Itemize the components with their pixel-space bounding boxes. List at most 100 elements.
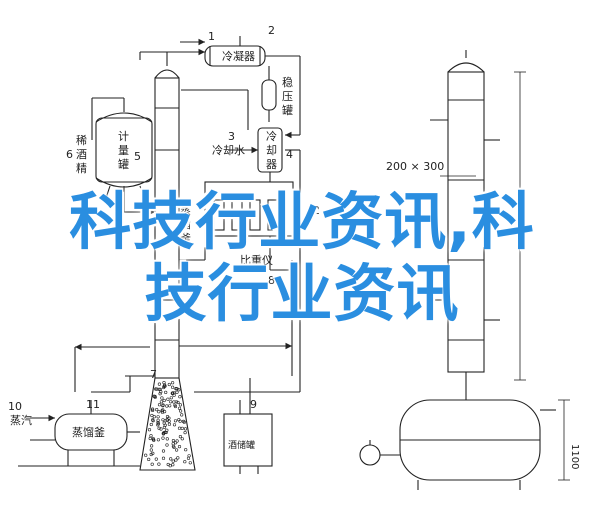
packing-dot [175, 390, 179, 394]
label-stabilizer-2: 压 [282, 90, 293, 103]
packing-dot [169, 396, 173, 400]
packing-dot [157, 462, 161, 466]
packing-dot [178, 435, 182, 439]
packing-dot [157, 410, 161, 414]
label-stabilizer-3: 罐 [282, 104, 293, 117]
label-n8: 8 [268, 274, 275, 287]
packing-dot [151, 407, 155, 411]
packing-dot [171, 381, 175, 385]
packing-dot [165, 415, 170, 419]
label-n6: 6 [66, 148, 73, 161]
packing-dot [165, 404, 169, 408]
separator [181, 89, 283, 182]
label-n12: 12 [306, 204, 320, 217]
packing-dot [167, 419, 171, 423]
packing-dot [161, 404, 165, 408]
wine-storage-tank [223, 378, 273, 474]
watermark-title-line2: 技行业资讯 [144, 257, 460, 330]
label-separator-3: 器 [266, 158, 277, 171]
packing-dot [154, 387, 158, 391]
packing-dot [152, 415, 156, 419]
packing-dot [178, 395, 182, 399]
packing-dot [159, 400, 163, 404]
packing-dot [151, 438, 155, 442]
packing-dot [174, 458, 178, 462]
packing-dot [171, 442, 175, 446]
packing-dot [165, 437, 169, 441]
packing-dot [167, 382, 171, 387]
dimension-lines [440, 71, 570, 481]
packing-dot [176, 456, 180, 460]
flowmeter-bank [179, 181, 294, 271]
packing-dot [150, 444, 154, 448]
packing-dot [155, 408, 159, 412]
label-n5: 5 [134, 150, 141, 163]
reflux-lines [74, 149, 301, 393]
packing-dot [144, 453, 148, 457]
packing-dot [162, 384, 166, 389]
packing-dot [163, 383, 167, 387]
packing-dot [174, 400, 178, 404]
packing-dot [173, 419, 178, 423]
packing-dot [150, 462, 154, 466]
label-dilute-2: 酒 [76, 148, 87, 161]
packing-dot [160, 409, 164, 413]
packing-dot [174, 387, 178, 391]
packing-dot [147, 428, 152, 432]
label-metering-3: 罐 [118, 158, 129, 171]
label-wine-storage: 酒储罐 [228, 439, 255, 451]
packing-dot [179, 409, 183, 413]
packing-dot [183, 460, 187, 464]
label-separator-1: 冷 [266, 130, 277, 143]
condenser [139, 36, 301, 139]
label-cooling-water: 冷却水 [212, 144, 245, 157]
watermark-title-line1: 科技行业资讯,科 [69, 185, 535, 258]
packing-dot [164, 390, 168, 395]
packing-dot [157, 403, 162, 407]
horizontal-tank [359, 372, 556, 490]
packing-dot [177, 388, 181, 392]
label-separator-2: 却 [266, 144, 277, 157]
packing-dot [180, 437, 184, 441]
packing-dot [149, 448, 153, 452]
column-packing [144, 381, 192, 468]
packing-dot [149, 434, 153, 438]
stabilizer-tank [261, 66, 277, 122]
packing-dot [147, 457, 151, 462]
packing-dot [163, 423, 167, 427]
packing-dot [161, 418, 165, 422]
packing-dot [151, 437, 155, 441]
packing-dot [184, 448, 188, 452]
label-dimension-top: 200 × 300 [386, 160, 444, 173]
packing-dot [158, 392, 162, 396]
label-stabilizer-1: 稳 [282, 75, 293, 89]
label-flowmeter: 比重仪 [240, 253, 273, 267]
label-n1: 1 [208, 30, 215, 43]
packing-dot [177, 406, 182, 410]
label-metering-2: 量 [118, 144, 129, 157]
packing-dot [183, 431, 187, 435]
packing-dot [148, 436, 152, 441]
packing-dot [151, 451, 155, 456]
label-dilute-1: 稀 [76, 134, 87, 147]
packing-dot [156, 422, 160, 426]
packing-dot [154, 457, 158, 461]
packing-dot [169, 400, 173, 404]
packing-dot [156, 438, 160, 442]
label-n3: 3 [228, 130, 235, 143]
packing-dot [151, 418, 155, 422]
packing-dot [161, 456, 166, 460]
packing-dot [160, 396, 164, 400]
packing-dot [161, 431, 165, 436]
packing-dot [178, 403, 182, 407]
packing-dot [180, 426, 184, 431]
packing-dot [156, 415, 160, 419]
packing-dot [176, 400, 180, 405]
packing-dot [188, 461, 192, 465]
label-steam-tank: 蒸馏釜 [72, 425, 105, 439]
packing-dot [171, 439, 175, 443]
label-metering-1: 计 [118, 130, 129, 143]
label-steam-drum-2: 馏 [180, 217, 191, 231]
label-n10: 10 [8, 400, 22, 413]
packing-dot [173, 403, 177, 407]
